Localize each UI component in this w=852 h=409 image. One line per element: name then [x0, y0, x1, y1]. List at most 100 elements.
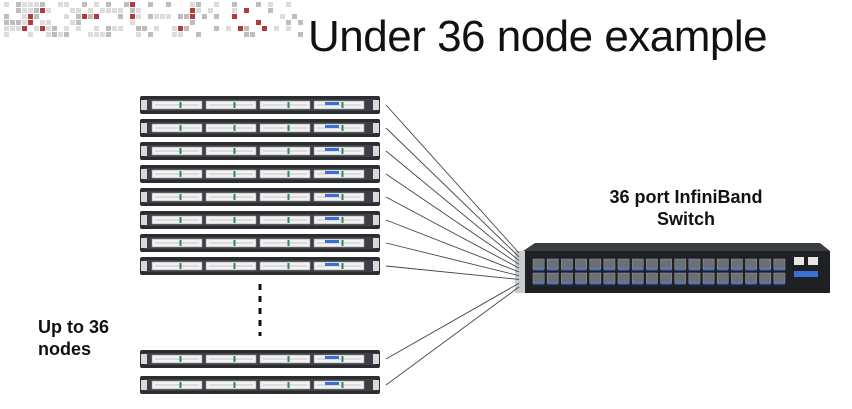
pattern-dot [100, 8, 105, 13]
drive-led [179, 148, 182, 154]
pattern-dot [88, 8, 93, 13]
pattern-dot [46, 8, 51, 13]
drive-led [341, 217, 344, 223]
pattern-dot [58, 32, 63, 37]
rack-server-icon [140, 376, 380, 394]
pattern-dot [52, 32, 57, 37]
pattern-dot [286, 2, 291, 7]
pattern-dot [16, 2, 21, 7]
rack-server-icon [140, 119, 380, 137]
switch-port-led [575, 269, 587, 271]
switch-port [745, 258, 757, 270]
pattern-dot [226, 26, 231, 31]
pattern-dot [112, 26, 117, 31]
pattern-dot [190, 14, 195, 19]
switch-port-led [773, 283, 785, 285]
cable-line [385, 104, 520, 254]
rack-server-icon [140, 165, 380, 183]
pattern-dot [4, 2, 9, 7]
status-led [325, 194, 339, 197]
switch-port-led [603, 269, 615, 271]
pattern-dot [178, 14, 183, 19]
pattern-dot [172, 32, 177, 37]
pattern-dot [40, 20, 45, 25]
switch-ear [515, 251, 525, 293]
pattern-dot [298, 32, 303, 37]
switch-port [759, 272, 772, 284]
pattern-dot [232, 8, 237, 13]
pattern-dot [232, 2, 237, 7]
switch-port [759, 258, 772, 270]
switch-port [617, 258, 630, 270]
pattern-dot [94, 14, 99, 19]
switch-port-led [660, 283, 672, 285]
switch-port [631, 258, 644, 270]
pattern-dot [208, 8, 213, 13]
switch-port-led [618, 283, 630, 285]
pattern-dot [82, 14, 87, 19]
switch-port-led [674, 283, 686, 285]
drive-led [341, 171, 344, 177]
pattern-dot [16, 20, 21, 25]
switch-label-line2: Switch [656, 209, 715, 229]
cable-line [385, 173, 520, 265]
nodes-label-line1: Up to 36 [38, 317, 110, 337]
status-led [325, 240, 339, 243]
status-led [325, 102, 339, 105]
switch-port [660, 258, 672, 270]
pattern-dot [196, 8, 201, 13]
switch-port [716, 272, 729, 284]
server-ear-left [141, 354, 147, 364]
pattern-dot [148, 32, 153, 37]
switch-front [515, 251, 830, 293]
server-ear-left [141, 100, 147, 110]
switch-port [546, 258, 559, 270]
switch-port [603, 272, 616, 284]
switch-port [773, 272, 786, 284]
pattern-dot [46, 20, 51, 25]
pattern-dot [22, 14, 27, 19]
pattern-dot [130, 20, 135, 25]
pattern-dot [106, 32, 111, 37]
cable-line [385, 196, 520, 269]
pattern-dot [256, 2, 261, 7]
pattern-dot [214, 2, 219, 7]
pattern-dot [118, 14, 123, 19]
pattern-dot [274, 26, 279, 31]
pattern-dot [280, 14, 285, 19]
pattern-dot [64, 32, 69, 37]
drive-led [233, 102, 236, 108]
pattern-dot [82, 2, 87, 7]
switch-port-led [632, 269, 644, 271]
pattern-dot [166, 2, 171, 7]
server-ear-right [373, 238, 379, 248]
pattern-dot [286, 26, 291, 31]
pattern-dot [46, 26, 51, 31]
pattern-dot [4, 20, 9, 25]
pattern-dot [268, 2, 273, 7]
switch-label: 36 port InfiniBand Switch [588, 186, 784, 230]
drive-led [179, 125, 182, 131]
pattern-dot [238, 26, 243, 31]
drive-led [179, 356, 182, 362]
switch-port-led [674, 269, 686, 271]
pattern-dot [130, 14, 135, 19]
pattern-dot [256, 20, 261, 25]
pattern-dot [10, 26, 15, 31]
status-led [325, 125, 339, 128]
switch-port-led [731, 283, 743, 285]
pattern-dot [40, 26, 45, 31]
pattern-dot [22, 2, 27, 7]
pattern-dot [34, 2, 39, 7]
drive-led [341, 356, 344, 362]
server-ear-left [141, 169, 147, 179]
pattern-dot [4, 32, 9, 37]
pattern-dot [28, 20, 33, 25]
cable-line [385, 219, 520, 273]
pattern-dot [76, 14, 81, 19]
pattern-dot [46, 32, 51, 37]
cable-line [385, 282, 520, 360]
pattern-dot [142, 26, 147, 31]
status-led [325, 148, 339, 151]
pattern-dot [172, 26, 177, 31]
